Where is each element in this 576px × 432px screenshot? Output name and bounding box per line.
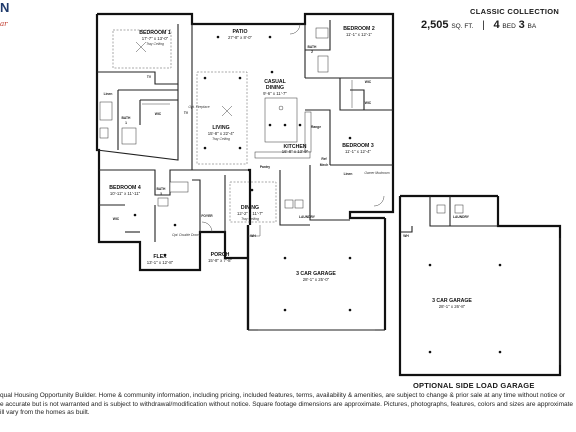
interior-walls [96, 20, 393, 242]
optional-garage-title: OPTIONAL SIDE LOAD GARAGE [413, 381, 535, 390]
sqft-unit: SQ. FT. [451, 23, 474, 30]
range-label: Range [311, 125, 321, 129]
dining-note: Tray Ceiling [241, 217, 259, 221]
optional-garage-outline [398, 194, 562, 377]
opt-laundry-name: LAUNDRY [453, 215, 470, 219]
laundry-name: LAUNDRY [299, 215, 316, 219]
ceiling-lights [133, 35, 502, 354]
disclaimer-line: e accurate but is not warranted and is s… [0, 400, 574, 408]
bath2-num: 2 [311, 50, 313, 54]
foyer-name: FOYER [201, 214, 213, 218]
home-specs: 2,505 SQ. FT. | 4 BED 3 BA [421, 19, 536, 31]
garage-dim: 28'-1" x 25'-0" [303, 277, 330, 282]
wic-bedroom1: WIC [155, 112, 162, 116]
wh-label: WH [250, 234, 256, 238]
garage-name: 3 CAR GARAGE [296, 271, 336, 277]
sqft-value: 2,505 [421, 19, 449, 31]
room-labels: BEDROOM 1 17'-7" x 13'-0" Tray Ceiling P… [104, 26, 473, 309]
bedroom2-name: BEDROOM 2 [343, 26, 375, 32]
builder-logo: N [0, 0, 9, 15]
beds-unit: BED [502, 23, 516, 30]
bedroom4-dim: 10'-11" x 11'-11" [110, 191, 141, 196]
porch-name: PORCH [211, 252, 230, 258]
bedroom1-note: Tray Ceiling [146, 42, 164, 46]
garage-outline [246, 225, 385, 331]
owner-mudroom-label: Owner Mudroom [364, 171, 389, 175]
casual-dining-name2: DINING [266, 85, 284, 91]
beds-value: 4 [493, 19, 500, 31]
living-note: Tray Ceiling [212, 137, 230, 141]
flex-dim: 13'-1" x 12'-8" [147, 260, 174, 265]
dining-name: DINING [241, 205, 259, 211]
wic-bedroom4: WIC [113, 217, 120, 221]
pantry-label: Pantry [260, 165, 270, 169]
kitchen-name: KITCHEN [283, 144, 306, 150]
casual-dining-dim: 9'-6" x 11'-7" [263, 91, 287, 96]
bath3-name: BATH [157, 187, 167, 191]
ref-label: Ref [321, 157, 327, 161]
living-name: LIVING [212, 125, 229, 131]
baths-value: 3 [518, 19, 525, 31]
opt-garage-name: 3 CAR GARAGE [432, 298, 472, 304]
bath2-name: BATH [308, 45, 318, 49]
tv-label: TV [184, 111, 189, 115]
opt-wh-label: WH [403, 234, 409, 238]
patio-name: PATIO [232, 29, 247, 35]
bath1-name: BATH [122, 116, 132, 120]
bedroom1-name: BEDROOM 1 [139, 30, 171, 36]
wic-bedroom2: WIC [365, 80, 372, 84]
bedroom1-dim: 17'-7" x 13'-0" [142, 36, 169, 41]
disclaimer-line: ill vary from the homes as built. [0, 409, 90, 417]
bath3-num: 3 [160, 192, 162, 196]
bedroom3-dim: 11'-1" x 12'-4" [345, 149, 372, 154]
fixtures [99, 23, 464, 233]
porch-dim: 15'-8" x 7'-8" [208, 258, 233, 263]
wic-bedroom3: WIC [365, 101, 372, 105]
tv-bedroom1-label: TV [147, 75, 152, 79]
disclaimer-line: qual Housing Opportunity Builder. Home &… [0, 392, 566, 399]
disclaimer: qual Housing Opportunity Builder. Home &… [0, 392, 576, 418]
bedroom2-dim: 11'-1" x 12'-1" [346, 32, 373, 37]
collection-title: CLASSIC COLLECTION [470, 7, 560, 16]
dining-dim: 12'-2" x 11'-7" [237, 211, 264, 216]
casual-dining-name: CASUAL [264, 79, 286, 85]
floor-plan: BEDROOM 1 17'-7" x 13'-0" Tray Ceiling P… [95, 12, 562, 377]
baths-unit: BA [527, 23, 537, 30]
opt-fireplace-label: Opt. Fireplace [188, 105, 209, 109]
mech-label: Mech [320, 163, 328, 167]
flex-name: FLEX [153, 254, 167, 260]
opt-double-doors-label: Opt. Double Doors [172, 233, 200, 237]
linen-bath1: Linen [104, 92, 113, 96]
builder-logo-script: ar [0, 20, 8, 28]
kitchen-dim: 16'-8" x 13'-9" [282, 149, 309, 154]
bedroom4-name: BEDROOM 4 [109, 185, 141, 191]
linen-hall: Linen [344, 172, 353, 176]
patio-dim: 27'-8" x 8'-0" [228, 35, 253, 40]
spec-separator: | [482, 20, 485, 31]
bedroom3-name: BEDROOM 3 [342, 143, 374, 149]
living-dim: 15'-8" x 22'-4" [208, 131, 235, 136]
opt-garage-dim: 28'-1" x 26'-8" [439, 304, 466, 309]
bath1-num: 1 [125, 121, 127, 125]
